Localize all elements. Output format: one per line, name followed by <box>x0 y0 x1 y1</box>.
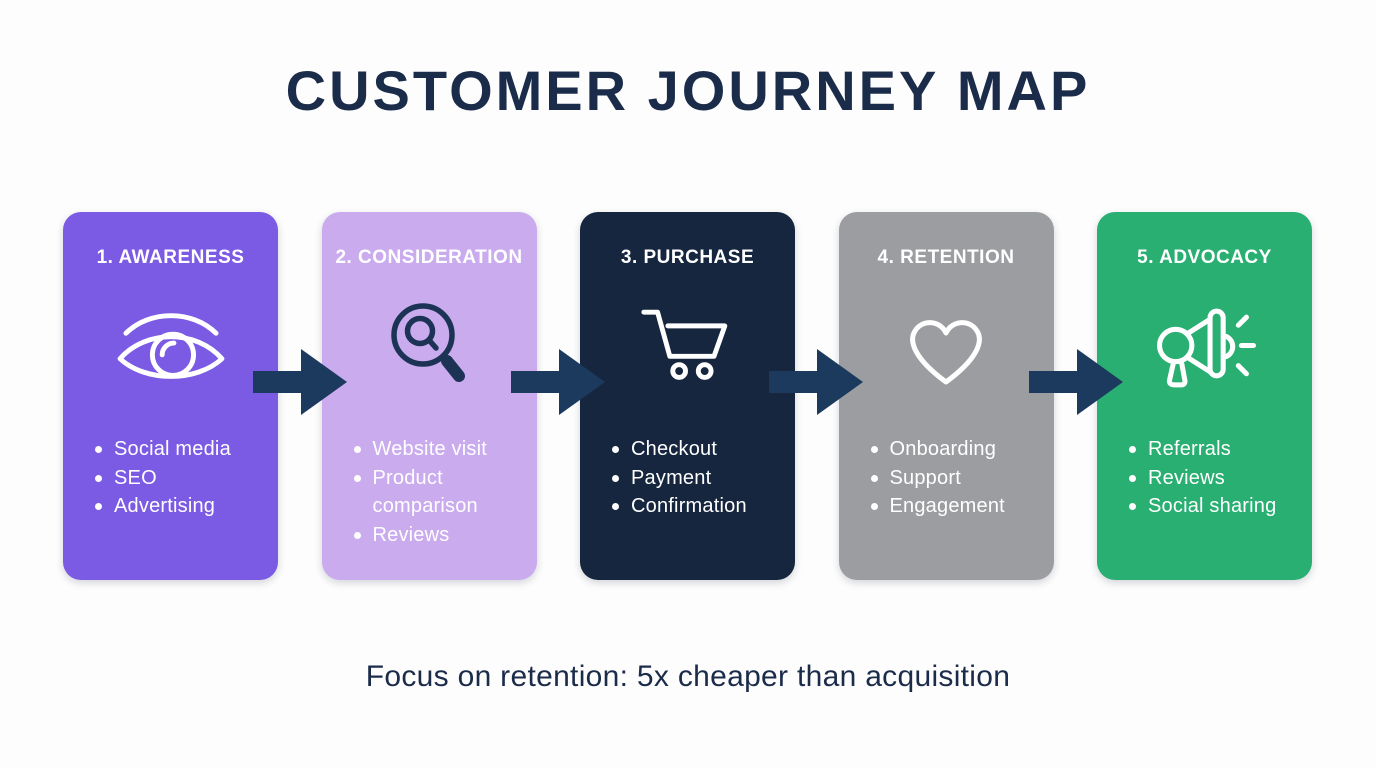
arrow-right-icon <box>511 349 605 415</box>
list-item: Website visit <box>352 435 531 464</box>
page-title: CUSTOMER JOURNEY MAP <box>285 59 1091 122</box>
footnote-text: Focus on retention: 5x cheaper than acqu… <box>365 660 1011 693</box>
stage-title: 1. AWARENESS <box>96 247 245 268</box>
shopping-cart-icon <box>580 271 795 423</box>
stage-item-list: Onboarding Support Engagement <box>839 435 1054 521</box>
list-item: Reviews <box>352 521 531 550</box>
list-item: Product comparison <box>352 464 531 521</box>
stage-item-list: Checkout Payment Confirmation <box>580 435 795 521</box>
stage-item-list: Social media SEO Advertising <box>63 435 278 521</box>
magnifier-icon <box>322 271 537 423</box>
list-item: Referrals <box>1127 435 1306 464</box>
stage-title: 4. RETENTION <box>877 247 1015 268</box>
list-item: Engagement <box>869 492 1048 521</box>
stage-card-consideration: 2. CONSIDERATION Website visit Product c… <box>321 212 537 580</box>
list-item: Onboarding <box>869 435 1048 464</box>
list-item: Confirmation <box>610 492 789 521</box>
stage-title: 5. ADVOCACY <box>1137 247 1272 268</box>
stage-card-awareness: 1. AWARENESS Social media SEO Advertisin… <box>63 212 278 580</box>
list-item: SEO <box>93 464 272 493</box>
journey-stages-row: 1. AWARENESS Social media SEO Advertisin… <box>63 212 1312 580</box>
list-item: Advertising <box>93 492 272 521</box>
arrow-right-icon <box>769 349 863 415</box>
list-item: Payment <box>610 464 789 493</box>
arrow-right-icon <box>1029 349 1123 415</box>
arrow-right-icon <box>253 349 347 415</box>
list-item: Social sharing <box>1127 492 1306 521</box>
stage-card-retention: 4. RETENTION Onboarding Support Engageme… <box>838 212 1054 580</box>
stage-item-list: Website visit Product comparison Reviews <box>322 435 537 549</box>
stage-title: 2. CONSIDERATION <box>335 247 523 268</box>
stage-item-list: Referrals Reviews Social sharing <box>1097 435 1312 521</box>
megaphone-icon <box>1097 271 1312 423</box>
stage-title: 3. PURCHASE <box>620 247 755 268</box>
list-item: Reviews <box>1127 464 1306 493</box>
stage-card-purchase: 3. PURCHASE Checkout Payment Confirmatio… <box>580 212 795 580</box>
stage-card-advocacy: 5. ADVOCACY Referrals Reviews Social s <box>1097 212 1312 580</box>
list-item: Support <box>869 464 1048 493</box>
list-item: Social media <box>93 435 272 464</box>
heart-icon <box>839 271 1054 423</box>
eye-icon <box>63 271 278 423</box>
list-item: Checkout <box>610 435 789 464</box>
